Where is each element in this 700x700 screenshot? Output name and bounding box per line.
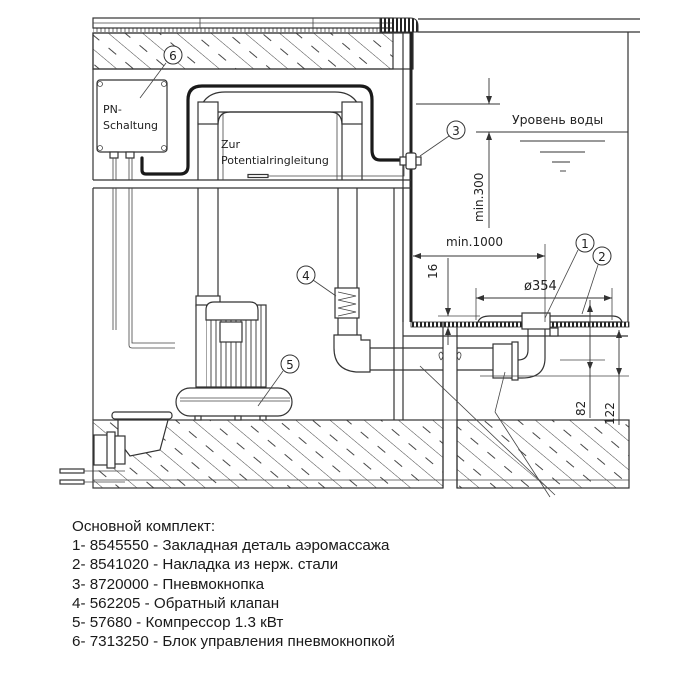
dimension-82: 82 (560, 300, 605, 418)
legend-item: 5- 57680 - Компрессор 1.3 кВт (72, 614, 284, 632)
callout-1-label: 1 (581, 237, 589, 251)
potential-line-label-1: Zur (221, 138, 241, 151)
control-box: PN- Schaltung (96, 79, 168, 180)
callout-4: 4 (296, 265, 337, 297)
callout-2: 2 (581, 246, 612, 315)
dimension-16-label: 16 (426, 264, 440, 279)
callout-6: 6 (139, 45, 183, 99)
compressor (175, 301, 293, 421)
pneumatic-button (399, 152, 422, 170)
deck-slab (92, 17, 414, 70)
dimension-min-300-label: min.300 (472, 173, 486, 222)
compressor-pipe (195, 188, 221, 307)
pool-floor (410, 321, 630, 328)
floor-slab (92, 419, 630, 489)
dimension-min-300: min.300 (472, 78, 492, 228)
control-box-label-2: Schaltung (103, 119, 158, 132)
dimension-diameter-354: ø354 (475, 279, 613, 320)
legend-item: 1- 8545550 - Закладная деталь аэромассаж… (72, 537, 390, 555)
section-leader-1 (419, 365, 556, 496)
check-valve (334, 287, 360, 335)
horizontal-pipe (333, 334, 495, 373)
dimension-82-label: 82 (574, 401, 588, 416)
floor-drain (59, 411, 173, 485)
callout-6-label: 6 (169, 49, 177, 63)
cables (112, 188, 175, 349)
callout-5: 5 (257, 354, 300, 407)
control-box-label-1: PN- (103, 103, 122, 116)
potential-line-label-2: Potentialringleitung (221, 154, 329, 167)
legend-title: Основной комплект: (72, 518, 216, 535)
wall-duct (403, 322, 628, 488)
control-cable (140, 84, 407, 176)
legend-item: 3- 8720000 - Пневмокнопка (72, 575, 265, 593)
callout-4-label: 4 (302, 269, 310, 283)
water-level-label: Уровень воды (512, 112, 603, 127)
legend-item: 6- 7313250 - Блок управления пневмокнопк… (72, 633, 395, 651)
dimension-122: 122 (480, 330, 629, 425)
technical-room (92, 69, 411, 420)
air-massage-insert (477, 312, 623, 381)
air-pipe-loop (197, 91, 363, 180)
dimension-16: 16 (426, 258, 480, 345)
dimension-122-label: 122 (603, 402, 617, 425)
legend-item: 2- 8541020 - Накладка из нерж. стали (72, 556, 339, 574)
parts-legend: Основной комплект: 1- 8545550 - Закладна… (72, 517, 395, 651)
callout-5-label: 5 (286, 358, 294, 372)
legend-item: 4- 562205 - Обратный клапан (72, 594, 280, 612)
dimension-min-1000-label: min.1000 (446, 235, 503, 249)
dimension-min-1000: min.1000 (413, 235, 546, 322)
callout-2-label: 2 (598, 250, 606, 264)
callout-3-label: 3 (452, 124, 460, 138)
callout-3: 3 (419, 120, 466, 157)
callout-1: 1 (544, 233, 595, 319)
water-level-indicator: Уровень воды (416, 103, 628, 172)
dimension-diameter-label: ø354 (524, 279, 557, 294)
section-leader-3 (494, 411, 551, 498)
return-pipe (337, 188, 404, 420)
section-leader-2 (494, 371, 506, 413)
pool-edge-grill (379, 17, 640, 33)
installation-diagram: PN- Schaltung Zur Potentialringleitung (59, 17, 640, 498)
